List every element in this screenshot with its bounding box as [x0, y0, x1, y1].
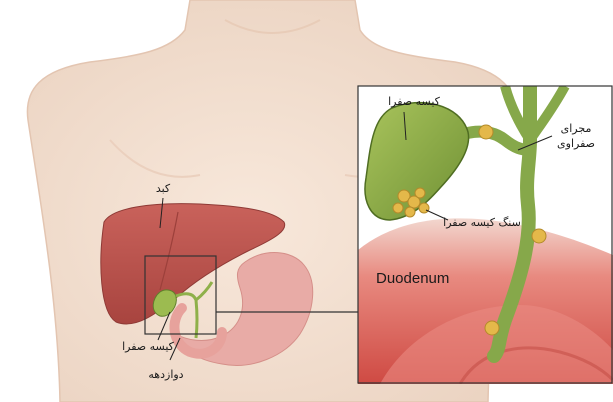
- label-liver: کبد: [156, 182, 171, 195]
- label-inset-gallbladder: کیسه صفرا: [388, 95, 441, 108]
- stone: [479, 125, 493, 139]
- stone: [415, 188, 425, 198]
- label-gallstone: سنگ کیسه صفرا: [443, 216, 521, 229]
- label-gallbladder: کیسه صفرا: [122, 340, 175, 353]
- label-inset-duodenum: Duodenum: [376, 270, 449, 287]
- label-bile-duct-2: صفراوی: [557, 137, 595, 150]
- label-bile-duct-1: مجرای: [561, 122, 592, 135]
- stone: [532, 229, 546, 243]
- stone: [405, 207, 415, 217]
- stone: [419, 203, 429, 213]
- stone: [393, 203, 403, 213]
- label-duodenum: دوازدهه: [148, 368, 183, 381]
- stone: [485, 321, 499, 335]
